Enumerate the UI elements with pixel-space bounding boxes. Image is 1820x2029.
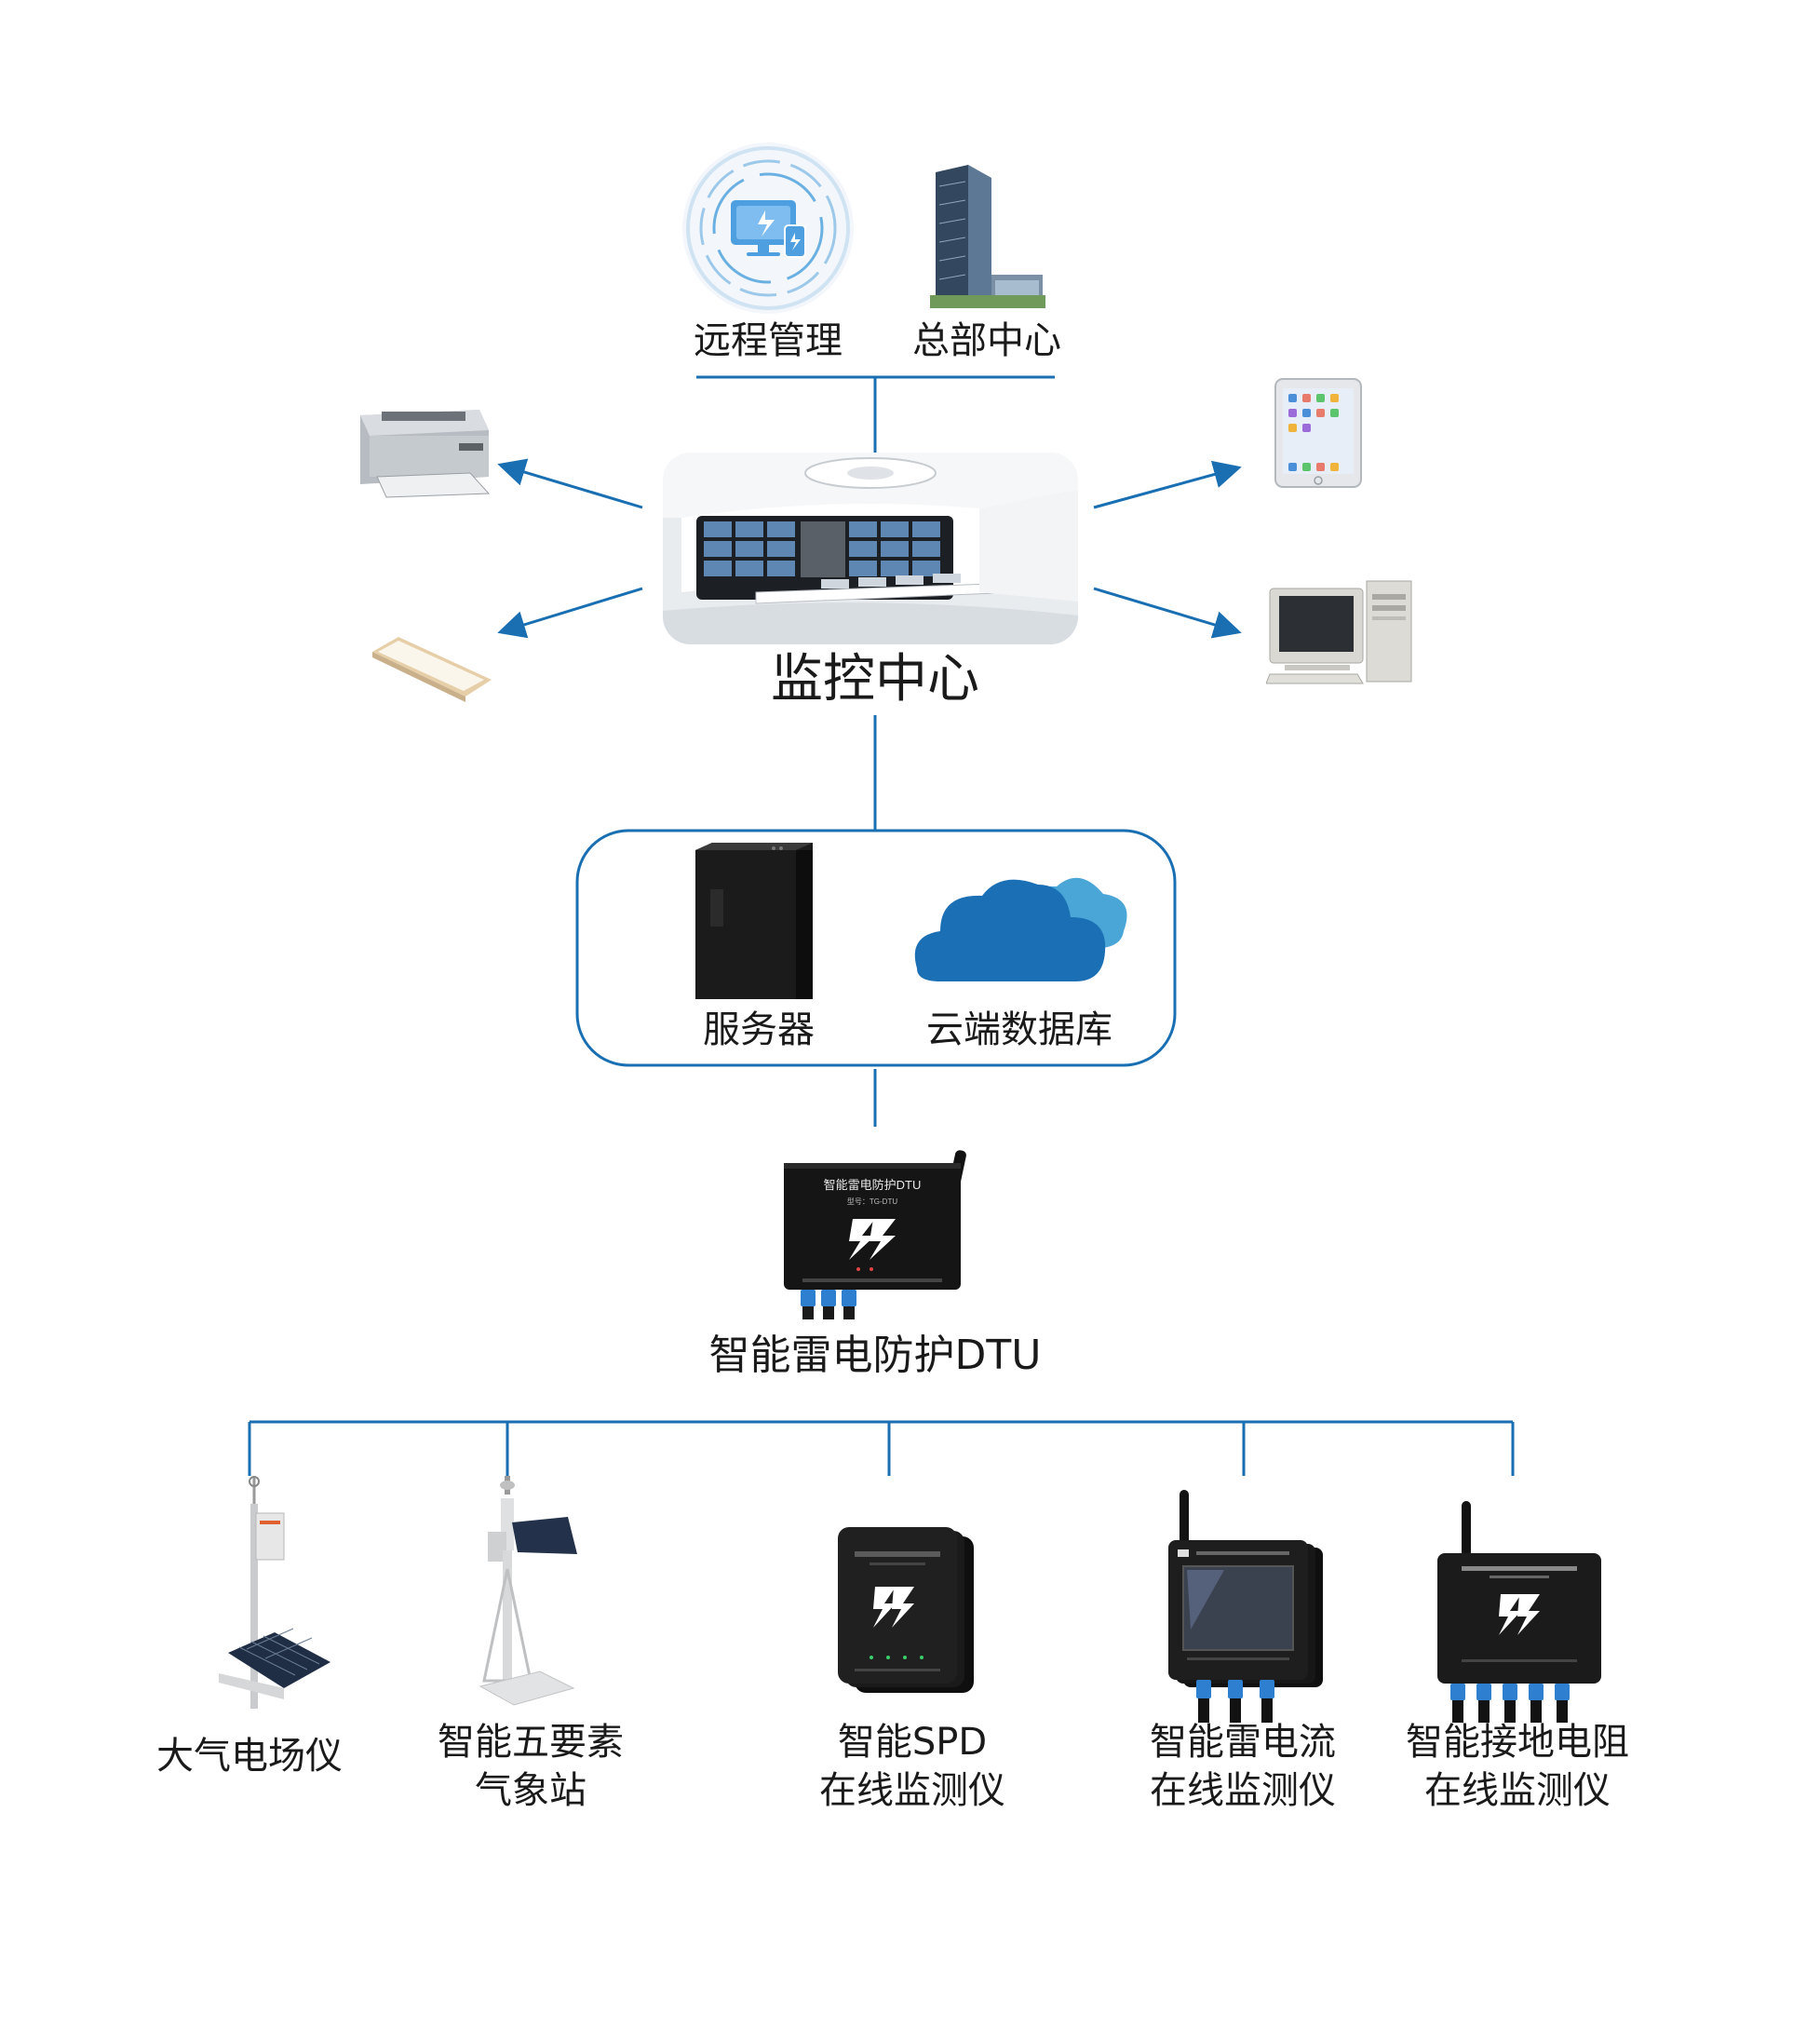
weather-station-icon — [475, 1476, 586, 1713]
spd-monitor-icon — [836, 1527, 976, 1695]
arrow-to-printer — [497, 458, 643, 509]
sensor-label-4: 智能雷电流 在线监测仪 — [1150, 1721, 1336, 1812]
sensor-label-2: 智能五要素 气象站 — [438, 1721, 624, 1812]
dtu-device-model: 型号：TG-DTU — [847, 1197, 897, 1206]
server-label: 服务器 — [703, 1008, 815, 1051]
dtu-device-icon: 智能雷电防护DTU 型号：TG-DTU — [782, 1150, 987, 1322]
cloud-database-icon — [908, 866, 1131, 987]
atmospheric-field-meter-icon — [219, 1476, 340, 1718]
desktop-computer-icon — [1265, 579, 1415, 686]
server-tower-icon — [694, 843, 815, 1001]
arrow-to-desktop — [1093, 587, 1242, 639]
dtu-device-title: 智能雷电防护DTU — [824, 1178, 922, 1192]
control-room-photo — [663, 453, 1078, 644]
ground-resistance-monitor-icon — [1434, 1501, 1606, 1725]
printer-icon — [349, 402, 498, 500]
smartphone-icon — [361, 631, 501, 710]
remote-monitor-icon — [680, 140, 856, 317]
sensor-label-3: 智能SPD 在线监测仪 — [819, 1721, 1005, 1812]
cloud-database-label: 云端数据库 — [926, 1008, 1112, 1051]
remote-management-label: 远程管理 — [694, 319, 843, 362]
sensor-label-1: 大气电场仪 — [156, 1735, 343, 1778]
arrow-to-tablet — [1093, 460, 1242, 509]
sensor-label-5: 智能接地电阻 在线监测仪 — [1406, 1721, 1629, 1812]
arrow-to-smartphone — [497, 587, 643, 639]
server-group-box — [575, 829, 1177, 1067]
monitoring-center-label: 监控中心 — [771, 649, 979, 710]
lightning-current-monitor-icon — [1159, 1490, 1331, 1727]
office-building-icon — [926, 163, 1047, 312]
dtu-label: 智能雷电防护DTU — [708, 1332, 1042, 1379]
headquarters-label: 总部中心 — [912, 319, 1061, 362]
tablet-icon — [1274, 377, 1367, 489]
